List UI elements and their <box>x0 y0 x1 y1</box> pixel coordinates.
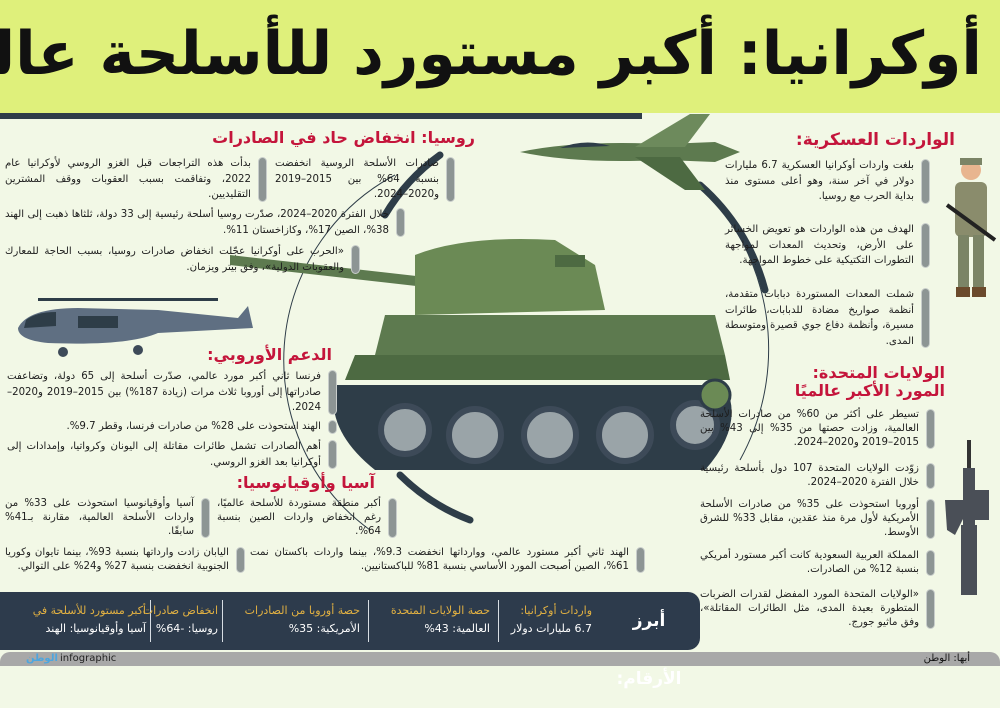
bullet-text: تسيطر على أكثر من 60% من صادرات الأسلحة … <box>700 409 919 448</box>
asia-bullet: اليابان زادت وارداتها بنسبة 93%، بينما ت… <box>5 546 245 574</box>
key-figures-label: أبرز الأرقام: <box>616 611 682 689</box>
bullet-pill-icon <box>446 157 455 202</box>
stat-label: حصة الولايات المتحدة <box>390 604 490 617</box>
usa-heading: الولايات المتحدة: المورد الأكبر عالميًا <box>795 364 945 400</box>
russia-bullet: صادرات الأسلحة الروسية انخفضت بنسبة 64% … <box>275 156 455 203</box>
credit: أبها: الوطن <box>923 653 970 664</box>
stat-europe-share: حصة أوروبا من الصادرات الأمريكية: 35% <box>222 600 368 642</box>
russia-bullet: بدأت هذه التراجعات قبل الغزو الروسي لأوك… <box>5 156 267 203</box>
stat-value: روسيا: -64% <box>155 622 218 635</box>
bullet-text: «الولايات المتحدة المورد المفضل لقدرات ا… <box>700 589 919 628</box>
bullet-text: شملت المعدات المستوردة دبابات متقدمة، أن… <box>725 289 914 347</box>
russia-bullet: «الحرب على أوكرانيا عجّلت انخفاض صادرات … <box>5 244 360 275</box>
stat-label: انخفاض صادرات <box>142 604 218 617</box>
bullet-text: المملكة العربية السعودية كانت أكبر مستور… <box>700 550 919 575</box>
bullet-pill-icon <box>921 223 930 268</box>
key-figures-banner: أبرز الأرقام: واردات أوكرانيا: 6.7 مليارا… <box>0 592 700 689</box>
bullet-text: اليابان زادت وارداتها بنسبة 93%، بينما ت… <box>5 547 229 572</box>
usa-bullet: «الولايات المتحدة المورد المفضل لقدرات ا… <box>700 588 935 630</box>
imports-bullet: شملت المعدات المستوردة دبابات متقدمة، أن… <box>725 287 930 349</box>
bullet-pill-icon <box>926 463 935 489</box>
tank-icon <box>230 239 732 470</box>
page-title: أوكرانيا: أكبر مستورد للأسلحة عالميًا <box>0 19 984 89</box>
imports-bullet: بلغت واردات أوكرانيا العسكرية 6.7 مليارا… <box>725 158 930 205</box>
bullet-text: أوروبا استحوذت على 35% من صادرات الأسلحة… <box>700 499 920 538</box>
bullet-pill-icon <box>636 547 645 573</box>
stat-value: 6.7 مليارات دولار <box>510 622 592 635</box>
brand-logo: الوطن <box>26 653 58 664</box>
helicopter-icon <box>18 298 253 357</box>
footer: الوطن infographic أبها: الوطن <box>0 652 1000 666</box>
stat-value: آسيا وأوقيانوسيا: الهند <box>45 622 146 635</box>
title-underline <box>0 113 642 119</box>
title-banner: أوكرانيا: أكبر مستورد للأسلحة عالميًا <box>0 0 1000 113</box>
usa-bullet: أوروبا استحوذت على 35% من صادرات الأسلحة… <box>700 498 935 540</box>
rifle-icon <box>945 440 989 595</box>
asia-bullet: أكبر منطقة مستوردة للأسلحة عالميًا، رغم … <box>217 497 397 539</box>
stat-value: الأمريكية: 35% <box>288 622 360 635</box>
usa-bullet: زوّدت الولايات المتحدة 107 دول بأسلحة رئ… <box>700 462 935 490</box>
imports-bullet: الهدف من هذه الواردات هو تعويض الخسائر ع… <box>725 222 930 269</box>
stat-us-share: حصة الولايات المتحدة العالمية: 43% <box>368 600 498 642</box>
bullet-pill-icon <box>926 409 935 449</box>
bullet-pill-icon <box>921 159 930 204</box>
bullet-text: «الحرب على أوكرانيا عجّلت انخفاض صادرات … <box>5 246 344 273</box>
bullet-text: زوّدت الولايات المتحدة 107 دول بأسلحة رئ… <box>700 463 919 488</box>
usa-bullet: تسيطر على أكثر من 60% من صادرات الأسلحة … <box>700 408 935 450</box>
europe-bullet: أهم الصادرات تشمل طائرات مقاتلة إلى اليو… <box>7 439 337 470</box>
bullet-pill-icon <box>926 550 935 576</box>
bullet-pill-icon <box>926 499 935 539</box>
bullet-text: الهند ثاني أكبر مستورد عالمي، ووارداتها … <box>250 547 630 572</box>
asia-heading: آسيا وأوقيانوسيا: <box>236 473 375 492</box>
bullet-text: بدأت هذه التراجعات قبل الغزو الروسي لأوك… <box>5 158 251 200</box>
bullet-text: خلال الفترة 2020–2024، صدّرت روسيا أسلحة… <box>5 209 389 236</box>
bullet-text: أكبر منطقة مستوردة للأسلحة عالميًا، رغم … <box>217 498 381 537</box>
bullet-text: صادرات الأسلحة الروسية انخفضت بنسبة 64% … <box>275 158 439 200</box>
usa-heading-line2: المورد الأكبر عالميًا <box>794 381 945 400</box>
europe-bullet: الهند استحوذت على 28% من صادرات فرنسا، و… <box>7 419 337 435</box>
asia-bullet: آسيا وأوقيانوسيا استحوذت على 33% من وارد… <box>5 497 210 539</box>
usa-bullet: المملكة العربية السعودية كانت أكبر مستور… <box>700 549 935 577</box>
bullet-text: أهم الصادرات تشمل طائرات مقاتلة إلى اليو… <box>7 441 321 468</box>
bullet-pill-icon <box>236 547 245 573</box>
bullet-pill-icon <box>328 420 337 434</box>
bullet-pill-icon <box>921 288 930 348</box>
usa-heading-line1: الولايات المتحدة: <box>812 363 945 382</box>
orbit-arc <box>283 151 770 531</box>
asia-bullet: الهند ثاني أكبر مستورد عالمي، ووارداتها … <box>250 546 645 574</box>
bullet-pill-icon <box>328 370 337 415</box>
stat-label: أكبر مستورد للأسلحة في <box>32 604 146 617</box>
bullet-text: بلغت واردات أوكرانيا العسكرية 6.7 مليارا… <box>725 160 914 202</box>
stat-russia-decline: انخفاض صادرات روسيا: -64% <box>142 600 222 642</box>
fighter-jet-icon <box>520 114 740 190</box>
europe-bullet: فرنسا ثاني أكبر مورد عالمي، صدّرت أسلحة … <box>7 369 337 416</box>
bullet-pill-icon <box>351 245 360 274</box>
stat-label: حصة أوروبا من الصادرات <box>244 604 360 617</box>
bullet-text: فرنسا ثاني أكبر مورد عالمي، صدّرت أسلحة … <box>7 371 321 413</box>
stat-value: العالمية: 43% <box>424 622 490 635</box>
russia-bullet: خلال الفترة 2020–2024، صدّرت روسيا أسلحة… <box>5 207 405 238</box>
stat-label: واردات أوكرانيا: <box>520 604 592 617</box>
infographic-tag: infographic <box>60 653 117 664</box>
bullet-text: آسيا وأوقيانوسيا استحوذت على 33% من وارد… <box>5 498 194 537</box>
bullet-text: الهدف من هذه الواردات هو تعويض الخسائر ع… <box>725 224 914 266</box>
stat-ukraine-imports: واردات أوكرانيا: 6.7 مليارات دولار <box>498 600 600 642</box>
bullet-pill-icon <box>201 498 210 538</box>
europe-heading: الدعم الأوروبي: <box>207 345 332 364</box>
bullet-pill-icon <box>328 440 337 469</box>
bullet-pill-icon <box>396 208 405 237</box>
imports-heading: الواردات العسكرية: <box>795 130 955 150</box>
bullet-text: الهند استحوذت على 28% من صادرات فرنسا، و… <box>66 421 321 432</box>
bullet-pill-icon <box>926 589 935 629</box>
russia-heading: روسيا: انخفاض حاد في الصادرات <box>212 128 475 147</box>
bullet-pill-icon <box>388 498 397 538</box>
bullet-pill-icon <box>258 157 267 202</box>
stat-asia-top-importer: أكبر مستورد للأسلحة في آسيا وأوقيانوسيا: … <box>2 600 150 642</box>
soldier-icon <box>945 158 997 297</box>
